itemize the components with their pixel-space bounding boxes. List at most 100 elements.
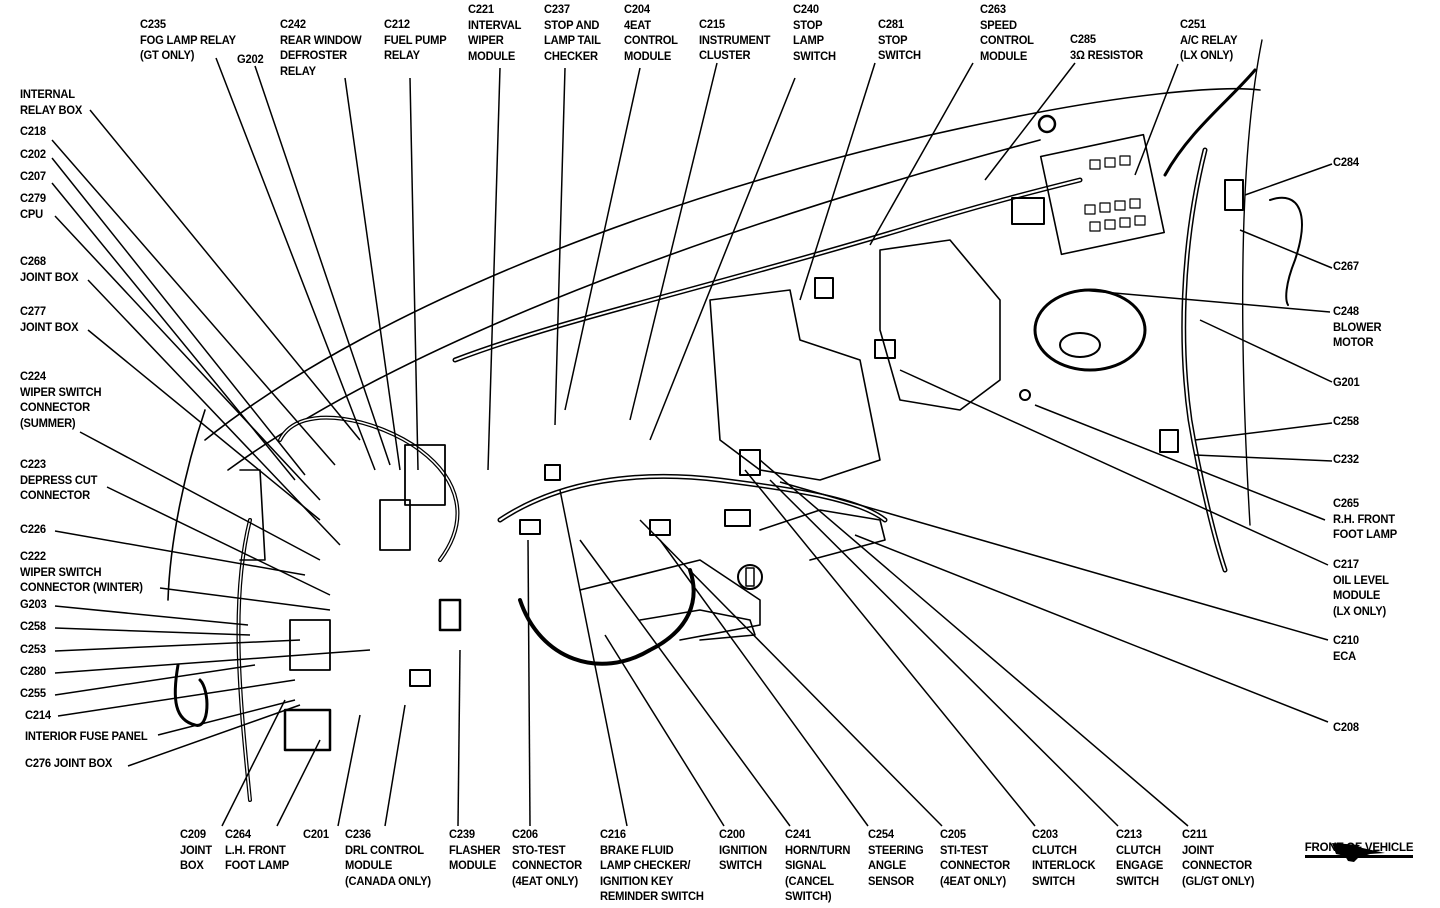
connector-id: C201 bbox=[303, 829, 329, 841]
fastener-c285 bbox=[1037, 114, 1057, 134]
callout-g201: G201 bbox=[1333, 376, 1360, 392]
connector-id: C224 bbox=[20, 371, 46, 383]
leader-line-c205 bbox=[639, 519, 943, 827]
connector-id: C207 bbox=[20, 171, 46, 183]
connector-id: C264 bbox=[225, 829, 251, 841]
connector-description: JOINT BOX bbox=[20, 271, 79, 284]
callout-c284: C284 bbox=[1333, 156, 1359, 172]
connector-description: IGNITION bbox=[719, 844, 768, 857]
blower-motor-hub bbox=[1059, 332, 1101, 358]
connector-description: RELAY bbox=[384, 50, 420, 62]
connector-c216 bbox=[544, 464, 561, 481]
callout-c201: C201 bbox=[303, 828, 329, 844]
connector-id: C214 bbox=[25, 710, 51, 722]
connector-description: MODULE bbox=[449, 860, 497, 872]
callout-c226: C226 bbox=[20, 523, 46, 539]
leader-line-c201 bbox=[337, 714, 361, 827]
connector-id: C281 bbox=[878, 19, 904, 31]
connector-description: STO-TEST bbox=[512, 844, 566, 857]
connector-id: C211 bbox=[1182, 829, 1208, 841]
connector-id: C276 JOINT BOX bbox=[25, 758, 113, 770]
dashboard-line-art bbox=[167, 39, 1303, 802]
connector-id: C284 bbox=[1333, 157, 1359, 169]
connector-description: CONNECTOR bbox=[512, 860, 582, 872]
callout-c276: C276 JOINT BOX bbox=[25, 757, 112, 773]
connector-description: DEPRESS CUT bbox=[20, 474, 98, 487]
leader-line-c284 bbox=[1244, 163, 1333, 196]
leader-line-c241 bbox=[579, 539, 791, 827]
callout-c218: C218 bbox=[20, 125, 46, 141]
connector-id: C237 bbox=[544, 4, 570, 16]
connector-description: STEERING bbox=[868, 844, 924, 857]
leader-line-c251 bbox=[1134, 63, 1179, 176]
console-tray bbox=[759, 509, 886, 561]
harness-right-vertical-inner bbox=[1182, 149, 1226, 571]
callout-g203: G203 bbox=[20, 598, 47, 614]
connector-id: C277 bbox=[20, 306, 46, 318]
connector-description: ENGAGE bbox=[1116, 860, 1164, 872]
connector-c232 bbox=[1159, 429, 1179, 453]
windshield-edge bbox=[204, 87, 1261, 441]
leader-line-c213 bbox=[769, 479, 1119, 827]
leader-line-c208 bbox=[854, 534, 1329, 723]
connector-description: JOINT BOX bbox=[20, 321, 79, 334]
leader-line-c226 bbox=[54, 530, 306, 576]
connector-description: ANGLE bbox=[868, 860, 907, 872]
connector-description: CONNECTOR bbox=[20, 490, 90, 502]
leader-line-c211 bbox=[759, 459, 1189, 827]
leader-line-c254 bbox=[659, 539, 869, 827]
connector-id: C241 bbox=[785, 829, 811, 841]
leader-line-c210 bbox=[779, 481, 1329, 641]
connector-description: REAR WINDOW bbox=[280, 34, 362, 47]
connector-description: REMINDER SWITCH bbox=[600, 891, 704, 903]
front-of-vehicle-label: FRONT OF VEHICLE bbox=[1304, 842, 1413, 858]
connector-c284 bbox=[1224, 179, 1244, 211]
connector-description: CPU bbox=[20, 208, 43, 221]
front-arrow-icon bbox=[1332, 843, 1385, 862]
connector-description: MOTOR bbox=[1333, 337, 1374, 349]
leader-line-c253 bbox=[54, 639, 301, 652]
leader-line-c232 bbox=[1194, 454, 1333, 462]
connector-description: JOINT bbox=[180, 844, 212, 857]
leader-line-interior-fuse-panel bbox=[157, 699, 296, 736]
connector-id: C265 bbox=[1333, 498, 1359, 510]
leader-line-c218 bbox=[51, 139, 336, 466]
leader-line-c223 bbox=[106, 486, 331, 596]
relay-box-c bbox=[289, 619, 331, 671]
leader-line-internal-relay-box bbox=[89, 109, 361, 441]
leader-line-c215 bbox=[629, 62, 718, 421]
connector-id: C251 bbox=[1180, 19, 1206, 31]
leader-line-c242 bbox=[344, 77, 401, 471]
leader-line-c212 bbox=[409, 77, 419, 471]
connector-description: LAMP TAIL bbox=[544, 35, 601, 47]
connector-description: WIPER bbox=[468, 35, 504, 47]
connector-description: SIGNAL bbox=[785, 860, 826, 872]
harness-lower-arc-inner bbox=[499, 475, 886, 521]
ignition-key-slot bbox=[745, 567, 755, 587]
connector-id: C248 bbox=[1333, 306, 1359, 318]
connector-description: CLUTCH bbox=[1032, 844, 1077, 857]
leader-line-c203 bbox=[744, 469, 1036, 827]
connector-description: FUEL PUMP bbox=[384, 34, 447, 47]
leader-line-c265 bbox=[1034, 404, 1326, 521]
connector-description: INSTRUMENT bbox=[699, 34, 771, 47]
connector-id: C200 bbox=[719, 829, 745, 841]
callout-c267: C267 bbox=[1333, 260, 1359, 276]
connector-id: C223 bbox=[20, 459, 46, 471]
leader-line-c235 bbox=[215, 57, 376, 471]
control-unit-fuses bbox=[1084, 155, 1146, 232]
